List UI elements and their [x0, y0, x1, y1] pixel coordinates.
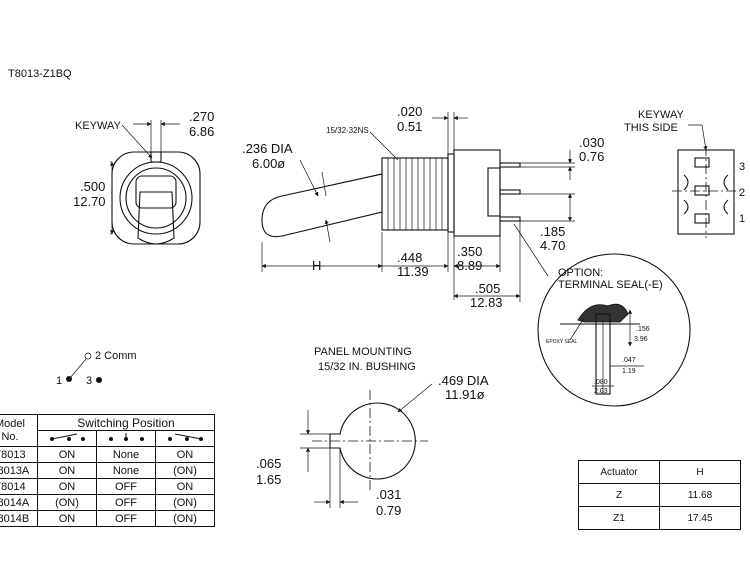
terminal-mm: 0.76 [579, 149, 604, 164]
panel-key-in: .031 [376, 487, 401, 502]
table-row: T8013A ON None (ON) [0, 462, 215, 479]
position-cell: ON [37, 510, 97, 527]
position-header: Switching Position [37, 414, 215, 431]
actuator-header: Actuator [578, 460, 660, 484]
body-len-mm: 8.89 [457, 258, 482, 273]
thread-lines [387, 158, 443, 230]
position-cell: OFF [96, 478, 156, 495]
rear-pin-3: 3 [739, 161, 745, 173]
toggle-dia-in: .236 DIA [242, 141, 293, 156]
panel-flat-in: .065 [256, 456, 281, 471]
total-len-mm: 12.83 [470, 295, 503, 310]
h-header: H [659, 460, 741, 484]
position-cell: (ON) [155, 494, 215, 511]
panel-key-mm: 0.79 [376, 503, 401, 518]
model-cell: T8014B [0, 510, 38, 527]
gap-in: .020 [397, 104, 422, 119]
total-len-in: .505 [475, 281, 500, 296]
front-width-mm: 6.86 [189, 124, 214, 139]
position-cell: ON [37, 462, 97, 479]
model-header-label: Model [0, 417, 25, 430]
position-cell: OFF [96, 494, 156, 511]
switch-schematic: 2 Comm 1 3 [56, 350, 137, 387]
position-cell: ON [37, 446, 97, 463]
switching-position-table: Model No. Switching Position T8013 ON No… [0, 414, 215, 527]
front-keyway-label: KEYWAY [75, 120, 122, 132]
position-cell: (ON) [37, 494, 97, 511]
pitch-in: .185 [540, 224, 565, 239]
front-height-mm: 12.70 [73, 194, 106, 209]
rear-keyway-label-2: THIS SIDE [624, 122, 678, 134]
seal-title-1: OPTION: [558, 267, 603, 279]
seal-dim1-in: .156 [636, 326, 650, 333]
model-header: Model No. [0, 414, 38, 447]
position-cell: ON [155, 446, 215, 463]
drawing-title: T8013-Z1BQ [8, 68, 72, 80]
h-cell: 17.45 [659, 506, 741, 530]
position-icon-center [96, 430, 156, 447]
rear-pin-2: 2 [739, 187, 745, 199]
panel-dia-mm: 11.91ø [445, 387, 485, 402]
position-cell: ON [37, 478, 97, 495]
position-cell: (ON) [155, 462, 215, 479]
position-cell: None [96, 462, 156, 479]
model-cell: T8014 [0, 478, 38, 495]
thread-spec: 15/32-32NS [326, 126, 369, 135]
model-header-label-2: No. [1, 430, 19, 443]
bushing-len-mm: 11.39 [397, 264, 429, 279]
seal-dim2-in: .047 [622, 357, 636, 364]
front-width-in: .270 [189, 109, 214, 124]
actuator-header-row: Actuator H [578, 460, 741, 484]
table-row: T8014B ON OFF (ON) [0, 510, 215, 527]
actuator-table: Actuator H Z 11.68 Z1 17.45 [578, 460, 741, 530]
position-cell: None [96, 446, 156, 463]
model-cell: T8013A [0, 462, 38, 479]
actuator-cell: Z1 [578, 506, 660, 530]
table-row: T8014A (ON) OFF (ON) [0, 494, 215, 511]
panel-dia-in: .469 DIA [438, 373, 489, 388]
toggle-dia-mm: 6.00ø [252, 156, 285, 171]
panel-title-1: PANEL MOUNTING [314, 346, 412, 358]
table-row: Z 11.68 [578, 483, 741, 507]
actuator-cell: Z [578, 483, 660, 507]
table-row: T8014 ON OFF ON [0, 478, 215, 495]
front-view: KEYWAY .270 6.86 .500 12.70 [73, 109, 214, 245]
table-header-row: Model No. Switching Position [0, 414, 215, 447]
terminal-in: .030 [579, 135, 604, 150]
h-cell: 11.68 [659, 483, 741, 507]
table-row: T8013 ON None ON [0, 446, 215, 463]
seal-dim2-mm: 1.19 [622, 368, 636, 375]
epoxy-label: EPOXY SEAL [546, 339, 578, 345]
position-icon-right [155, 430, 215, 447]
seal-dim3-mm: 2.03 [594, 388, 608, 395]
model-cell: T8014A [0, 494, 38, 511]
gap-mm: 0.51 [397, 119, 422, 134]
schematic-pin3: 3 [86, 375, 92, 387]
pitch-mm: 4.70 [540, 238, 565, 253]
panel-flat-mm: 1.65 [256, 472, 281, 487]
position-cell: ON [155, 478, 215, 495]
rear-keyway-label-1: KEYWAY [638, 109, 685, 121]
panel-title-2: 15/32 IN. BUSHING [318, 361, 416, 373]
position-icon-left [37, 430, 97, 447]
seal-dim3-in: .080 [594, 379, 608, 386]
model-cell: T8013 [0, 446, 38, 463]
position-cell: (ON) [155, 510, 215, 527]
seal-dim1-mm: 3.96 [634, 336, 648, 343]
rear-pin-1: 1 [739, 213, 745, 225]
body-len-in: .350 [457, 244, 482, 259]
panel-mounting-view: PANEL MOUNTING 15/32 IN. BUSHING .469 DI… [256, 346, 489, 518]
h-label: H [312, 258, 321, 273]
terminal-seal-detail: OPTION: TERMINAL SEAL(-E) EPOXY SEAL .15… [537, 253, 691, 407]
table-row: Z1 17.45 [578, 506, 741, 530]
schematic-pin1: 1 [56, 375, 62, 387]
schematic-comm: 2 Comm [95, 350, 137, 362]
bushing-len-in: .448 [397, 250, 422, 265]
rear-view: KEYWAY THIS SIDE 3 2 1 [624, 109, 745, 238]
seal-title-2: TERMINAL SEAL(-E) [558, 279, 663, 291]
front-height-in: .500 [80, 179, 105, 194]
position-cell: OFF [96, 510, 156, 527]
side-view: .236 DIA 6.00ø 15/32-32NS .020 0.51 .030… [242, 104, 604, 310]
